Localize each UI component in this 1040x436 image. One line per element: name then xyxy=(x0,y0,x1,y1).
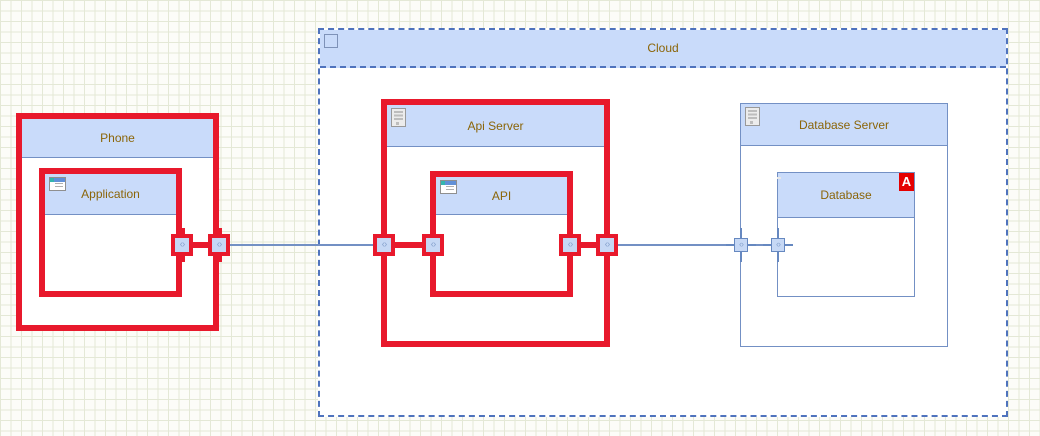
port-phone-right[interactable] xyxy=(204,228,234,262)
application-label: Application xyxy=(81,187,140,201)
cloud-label: Cloud xyxy=(647,41,679,55)
port-application-right[interactable] xyxy=(167,228,197,262)
port-api-left[interactable] xyxy=(418,228,448,262)
database-server-label: Database Server xyxy=(798,118,890,132)
node-database[interactable]: Database A xyxy=(777,172,915,297)
api-server-header: Api Server xyxy=(387,105,604,147)
app-window-icon xyxy=(49,177,66,191)
server-icon xyxy=(745,107,760,126)
application-header: Application xyxy=(45,174,176,215)
api-header: API xyxy=(436,177,567,215)
frame-corner-icon xyxy=(324,34,338,48)
api-server-label: Api Server xyxy=(467,119,524,133)
port-api-right[interactable] xyxy=(555,228,585,262)
connector-application-api[interactable] xyxy=(219,244,384,246)
connector-segment-phone-selected[interactable] xyxy=(182,242,219,248)
port-database-server-left[interactable] xyxy=(726,228,756,262)
connector-api-database[interactable] xyxy=(607,244,778,246)
api-label: API xyxy=(491,189,512,203)
connector-segment-apiserver-left-selected[interactable] xyxy=(384,242,433,248)
node-application[interactable]: Application xyxy=(39,168,182,297)
node-api[interactable]: API xyxy=(430,171,573,297)
port-api-server-left[interactable] xyxy=(369,228,399,262)
app-window-icon xyxy=(440,180,457,194)
cloud-header: Cloud xyxy=(320,30,1006,68)
database-label: Database xyxy=(820,188,872,202)
status-badge: A xyxy=(899,173,914,191)
connector-segment-apiserver-right-selected[interactable] xyxy=(570,242,607,248)
phone-label: Phone xyxy=(100,131,135,145)
server-icon xyxy=(391,108,406,127)
database-header: Database A xyxy=(778,173,914,218)
phone-header: Phone xyxy=(22,119,213,158)
port-api-server-right[interactable] xyxy=(592,228,622,262)
database-server-header: Database Server xyxy=(741,104,947,146)
port-database-left[interactable] xyxy=(763,228,793,262)
